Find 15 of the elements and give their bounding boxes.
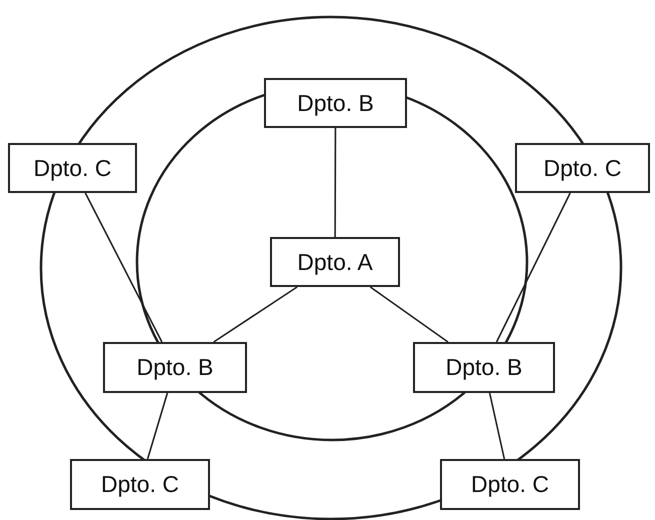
department-box: Dpto. A — [270, 237, 400, 287]
connector-line — [334, 128, 336, 237]
connector-line — [84, 192, 163, 342]
connector-line — [370, 286, 448, 343]
connector-line — [146, 392, 168, 460]
connector-line — [213, 286, 298, 343]
connector-line — [488, 392, 506, 460]
department-box: Dpto. B — [264, 78, 407, 128]
connector-line — [496, 192, 571, 342]
department-box: Dpto. C — [70, 459, 210, 510]
department-box: Dpto. C — [440, 459, 580, 510]
department-box: Dpto. C — [8, 143, 137, 193]
department-box: Dpto. B — [103, 342, 247, 393]
department-box: Dpto. B — [413, 342, 555, 393]
department-box: Dpto. C — [515, 143, 650, 193]
